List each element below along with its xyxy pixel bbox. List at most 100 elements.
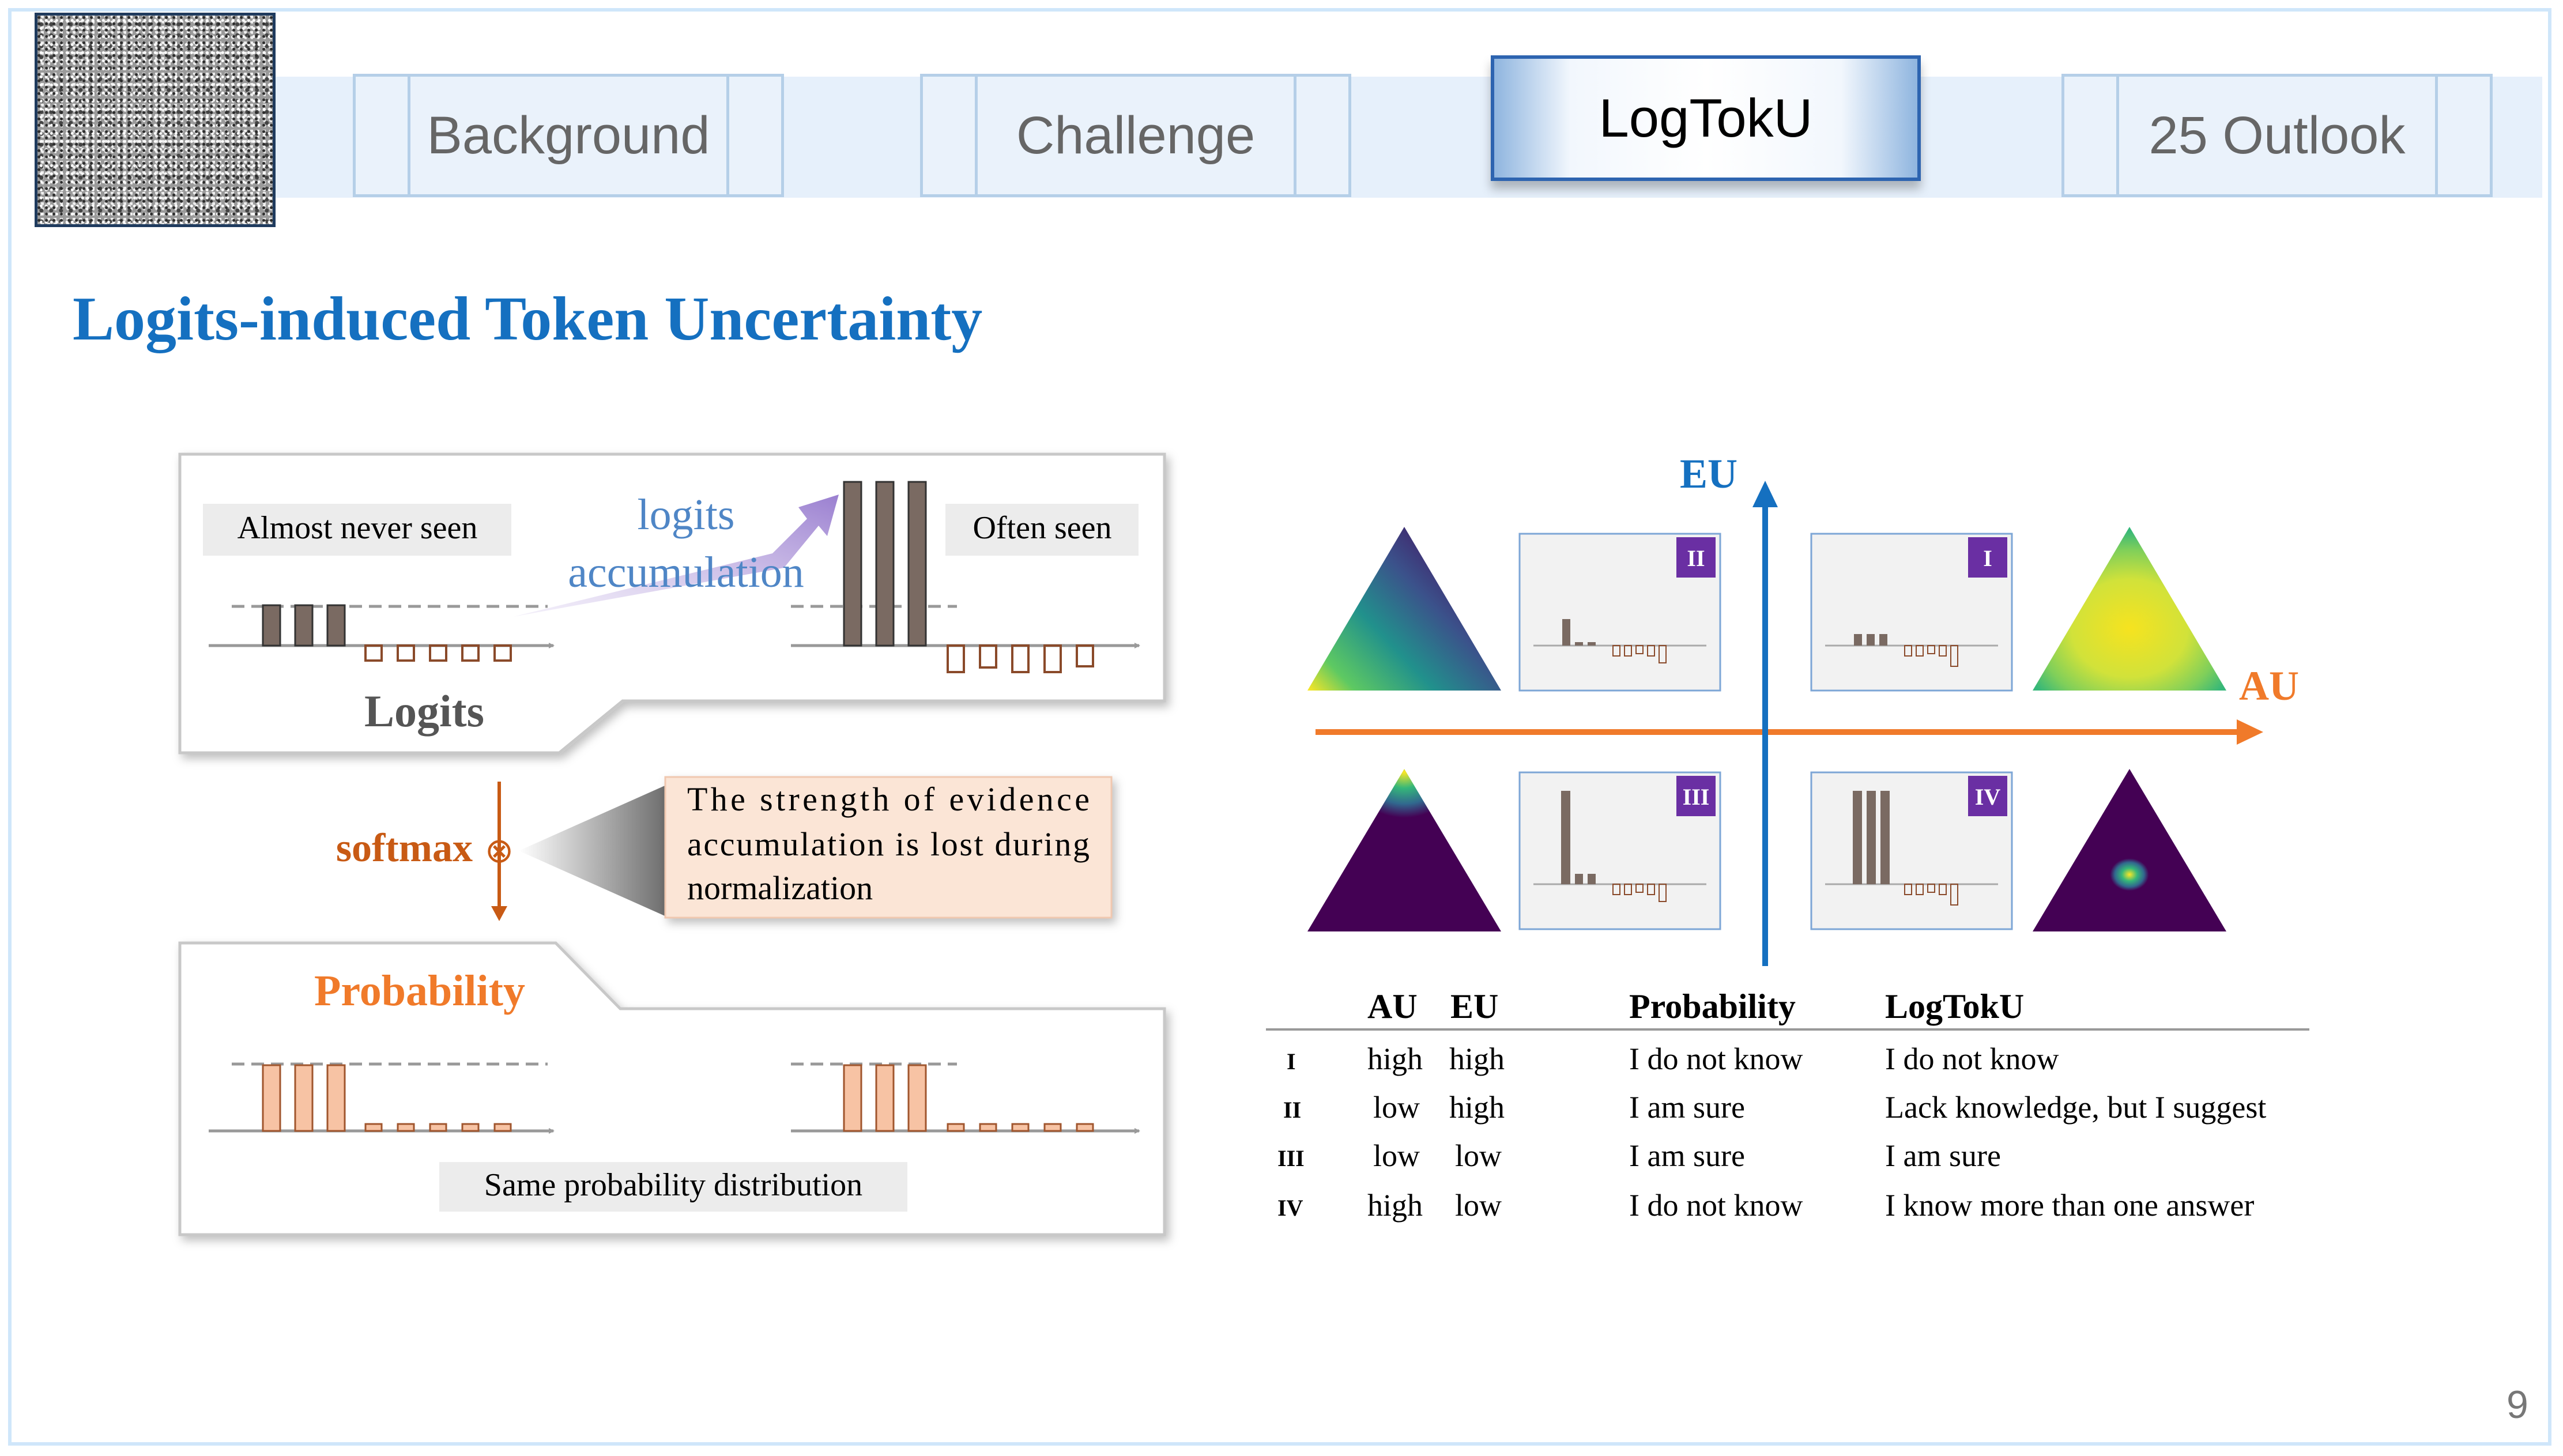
softmax-arrow-head [491,906,507,921]
slide-frame [8,8,2551,1446]
negative-logit-bar [461,644,480,662]
probability-label: Probability [314,967,525,1015]
tab-challenge[interactable]: Challenge [920,74,1351,197]
row-id: II [1283,1097,1302,1123]
negative-logit-bar [1011,644,1030,673]
logit-bar [326,604,346,647]
probability-bar [429,1123,447,1132]
tab-label: LogTokU [1599,88,1813,148]
negative-logit-bar [364,644,383,662]
probability-bar [1076,1123,1094,1132]
note-line-1: The strength of evidence [687,780,1090,818]
table-header-eu: EU [1450,987,1499,1025]
logits-arrow-label: logits [638,491,735,539]
callout-funnel [519,784,669,918]
page-title: Logits-induced Token Uncertainty [73,285,983,353]
eu-axis-label: EU [1680,451,1737,497]
accumulation-arrow-label: accumulation [568,548,804,597]
row-logtoku: I am sure [1885,1138,2001,1173]
probability-bar [875,1064,895,1132]
simplex-quadrant-I [2033,527,2226,691]
simplex-quadrant-II [1307,527,1501,691]
note-line-2: accumulation is lost during [687,825,1090,863]
simplex-quadrant-IV [2033,769,2226,931]
logits-label: Logits [364,686,484,736]
logit-bar [262,604,281,647]
row-eu: high [1449,1042,1505,1076]
mini-chart-III: III [1518,771,1721,930]
tab-edge-left [356,77,410,194]
tab-edge-right [1294,77,1348,194]
tab-edge-right [2435,77,2490,194]
probability-bar [979,1123,997,1132]
badge-I: I [1983,545,1992,571]
logit-bar [907,481,927,647]
logo-image [35,13,276,227]
logit-bar [875,481,895,647]
probability-bar [843,1064,862,1132]
negative-logit-bar [397,644,415,662]
simplex-quadrant-III [1307,769,1501,931]
same-distribution-box [439,1162,907,1212]
often-seen-label: Often seen [973,510,1111,546]
row-probability: I do not know [1629,1042,1803,1076]
badge-III: III [1683,784,1710,810]
row-logtoku: I know more than one answer [1885,1188,2255,1223]
almost-never-seen-box [203,504,511,556]
probability-bar [947,1123,965,1132]
tab-logtoku[interactable]: LogTokU [1491,55,1921,181]
badge-IV: IV [1975,784,2001,810]
row-id: I [1287,1048,1296,1074]
au-axis-label: AU [2239,663,2299,709]
row-probability: I am sure [1629,1090,1745,1125]
mini-chart-II: II [1518,533,1721,692]
row-au: high [1367,1188,1423,1223]
row-au: low [1373,1090,1420,1125]
negative-logit-bar [429,644,447,662]
row-probability: I do not know [1629,1188,1803,1223]
row-eu: high [1449,1090,1505,1125]
probability-bar [397,1123,415,1132]
probability-bar [1011,1123,1030,1132]
tab-label: Background [427,105,710,165]
often-seen-box [945,504,1139,556]
negative-logit-bar [1076,644,1094,667]
negative-logit-bar [493,644,512,662]
row-logtoku: I do not know [1885,1042,2059,1076]
probability-bar [461,1123,480,1132]
row-probability: I am sure [1629,1138,1745,1173]
au-axis-arrowhead [2237,719,2263,745]
almost-never-seen-label: Almost never seen [238,510,478,546]
probability-bar [326,1064,346,1132]
negative-logit-bar [1043,644,1062,673]
tab-outlook[interactable]: 25 Outlook [2061,74,2493,197]
row-id: III [1277,1145,1305,1171]
row-au: low [1373,1138,1420,1173]
mini-chart-I: I [1810,533,2013,692]
probability-bar [1043,1123,1062,1132]
row-eu: low [1455,1188,1502,1223]
probability-bar [493,1123,512,1132]
note-box [664,776,1113,919]
row-eu: low [1455,1138,1502,1173]
negative-logit-bar [947,644,965,673]
row-logtoku: Lack knowledge, but I suggest [1885,1090,2267,1125]
badge-II: II [1687,545,1705,571]
tab-edge-left [2064,77,2119,194]
table-header-logtoku: LogTokU [1885,987,2025,1025]
probability-bar [294,1064,314,1132]
tab-background[interactable]: Background [353,74,784,197]
tab-edge-left [923,77,978,194]
probability-bar [907,1064,927,1132]
tab-edge-right [726,77,781,194]
negative-logit-bar [979,644,997,669]
softmax-operator-icon: ⊗ [485,831,514,871]
same-distribution-label: Same probability distribution [484,1167,862,1203]
tab-label: 25 Outlook [2149,105,2406,165]
probability-bar [364,1123,383,1132]
row-au: high [1367,1042,1423,1076]
softmax-label: softmax [336,826,473,870]
eu-axis-arrowhead [1752,481,1778,507]
table-header-au: AU [1367,987,1418,1025]
